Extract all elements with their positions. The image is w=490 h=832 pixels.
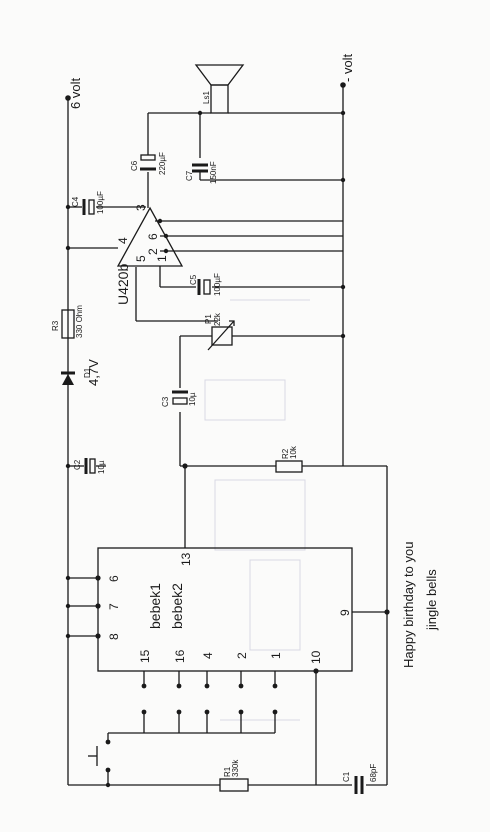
speaker-ls1: [194, 64, 245, 114]
c1-value: 68pF: [369, 764, 378, 782]
capacitor-c4: [82, 199, 95, 215]
ic-pin-9: 9: [338, 609, 352, 616]
p1-value: 22k: [213, 312, 222, 326]
amplifier-u420b: [116, 206, 184, 267]
resistor-r2: [275, 460, 303, 473]
capacitor-c3: [172, 390, 188, 405]
junction-dots: [65, 82, 390, 788]
resistor-r1: [219, 778, 249, 792]
ic-pin-16: 16: [173, 649, 187, 663]
wires: [67, 85, 388, 786]
c7-ref: C7: [185, 170, 194, 181]
ic-bebek: [97, 547, 353, 672]
ic-pin-2: 2: [235, 652, 249, 659]
ic-pin-10: 10: [309, 650, 323, 664]
c4-value: 100µF: [96, 191, 105, 214]
amp-pin-5: 5: [134, 255, 148, 262]
c3-ref: C3: [161, 396, 170, 407]
r3-ref: R3: [51, 320, 60, 331]
push-button-switch: [88, 746, 98, 766]
c6-value: 220µF: [158, 152, 167, 175]
jumper-links: [143, 712, 276, 733]
ic-pin-4: 4: [201, 652, 215, 659]
c3-value: 10µ: [188, 392, 197, 406]
song-caption-line2: jingle bells: [424, 569, 439, 631]
r2-ref: R2: [281, 448, 290, 459]
c7-value: 150nF: [209, 161, 218, 184]
c2-ref: C2: [73, 459, 82, 470]
amp-pin-3: 3: [134, 204, 148, 211]
c2-value: 10µ: [97, 460, 106, 474]
r2-value: 10k: [289, 445, 298, 459]
ls1-ref: Ls1: [202, 91, 211, 104]
negative-supply-label: - volt: [340, 53, 355, 82]
amp-name: U420b: [115, 264, 131, 305]
zener-diode-d1: [61, 371, 75, 385]
c6-ref: C6: [130, 160, 139, 171]
resistor-r3: [61, 309, 75, 339]
d1-ref: D1: [83, 367, 92, 378]
c5-value: 100µF: [213, 273, 222, 296]
capacitor-c1: [354, 776, 364, 794]
ic-pin-13: 13: [179, 552, 193, 566]
ic-pin-8: 8: [107, 633, 121, 640]
d1-value: 4,7V: [86, 359, 101, 386]
amp-pin-1: 1: [155, 255, 169, 262]
r3-value: 330 Ohm: [75, 305, 84, 338]
ic-pin-6: 6: [107, 575, 121, 582]
r1-value: 330k: [231, 759, 240, 777]
potentiometer-p1: [207, 320, 235, 351]
amp-pin-4: 4: [116, 237, 130, 244]
song-caption-line1: Happy birthday to you: [401, 542, 416, 668]
c5-ref: C5: [189, 274, 198, 285]
c1-ref: C1: [342, 771, 351, 782]
capacitor-c7: [192, 163, 208, 173]
ic-pin-7: 7: [107, 603, 121, 610]
p1-ref: P1: [204, 314, 213, 324]
ic-pin-15: 15: [138, 649, 152, 663]
capacitor-c2: [84, 458, 96, 474]
capacitor-c6: [140, 154, 156, 171]
ic-name-line2: bebek2: [169, 583, 185, 629]
c4-ref: C4: [71, 196, 80, 207]
ic-pin-1: 1: [269, 652, 283, 659]
capacitor-c5: [197, 279, 211, 295]
scan-ghost-marks: [204, 299, 310, 721]
amp-pin-6: 6: [146, 233, 160, 240]
ic-name-line1: bebek1: [147, 583, 163, 629]
r1-ref: R1: [223, 766, 232, 777]
positive-supply-label: 6 volt: [68, 78, 83, 109]
amp-pin-2: 2: [146, 248, 160, 255]
